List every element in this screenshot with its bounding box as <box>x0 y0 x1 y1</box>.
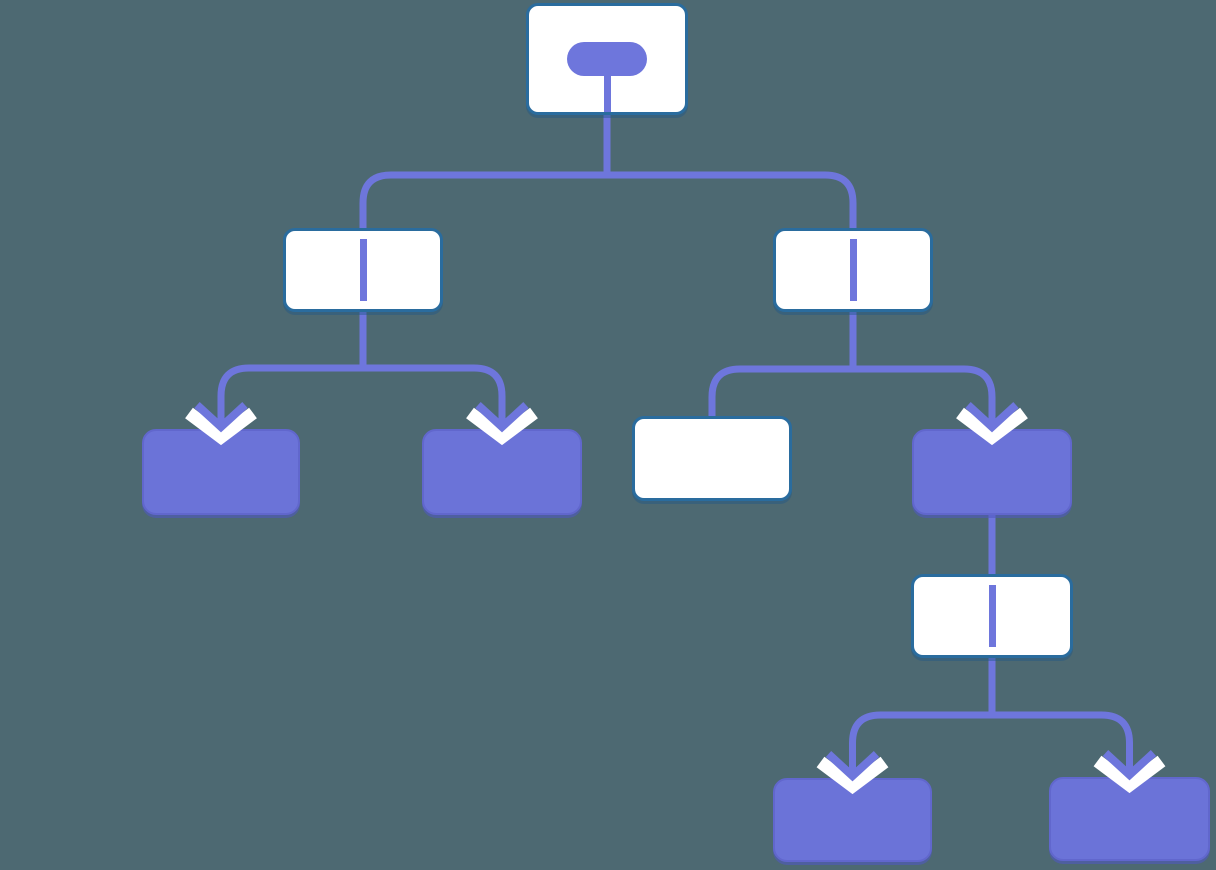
node-branch-left[interactable] <box>283 228 443 312</box>
edge-left-branch-split <box>217 309 506 431</box>
node-leaf-collapsed-4[interactable] <box>1049 777 1210 861</box>
node-child-collapsed[interactable] <box>912 429 1072 515</box>
vertical-bar-icon <box>359 239 367 301</box>
node-root[interactable] <box>526 3 688 115</box>
edge-bottom-split <box>849 655 1133 780</box>
node-leaf-collapsed-2[interactable] <box>422 429 582 515</box>
node-branch-right[interactable] <box>773 228 933 312</box>
vertical-bar-icon <box>849 239 857 301</box>
node-leaf-collapsed-1[interactable] <box>142 429 300 515</box>
edge-root-split <box>359 112 857 232</box>
collapsed-pill-icon <box>567 42 647 76</box>
node-branch-bottom[interactable] <box>911 574 1073 658</box>
node-child-empty[interactable] <box>632 416 792 501</box>
edge-right-branch-split <box>708 309 996 431</box>
node-leaf-collapsed-3[interactable] <box>773 778 932 862</box>
vertical-bar-icon <box>988 585 996 647</box>
pill-stem <box>603 76 611 112</box>
